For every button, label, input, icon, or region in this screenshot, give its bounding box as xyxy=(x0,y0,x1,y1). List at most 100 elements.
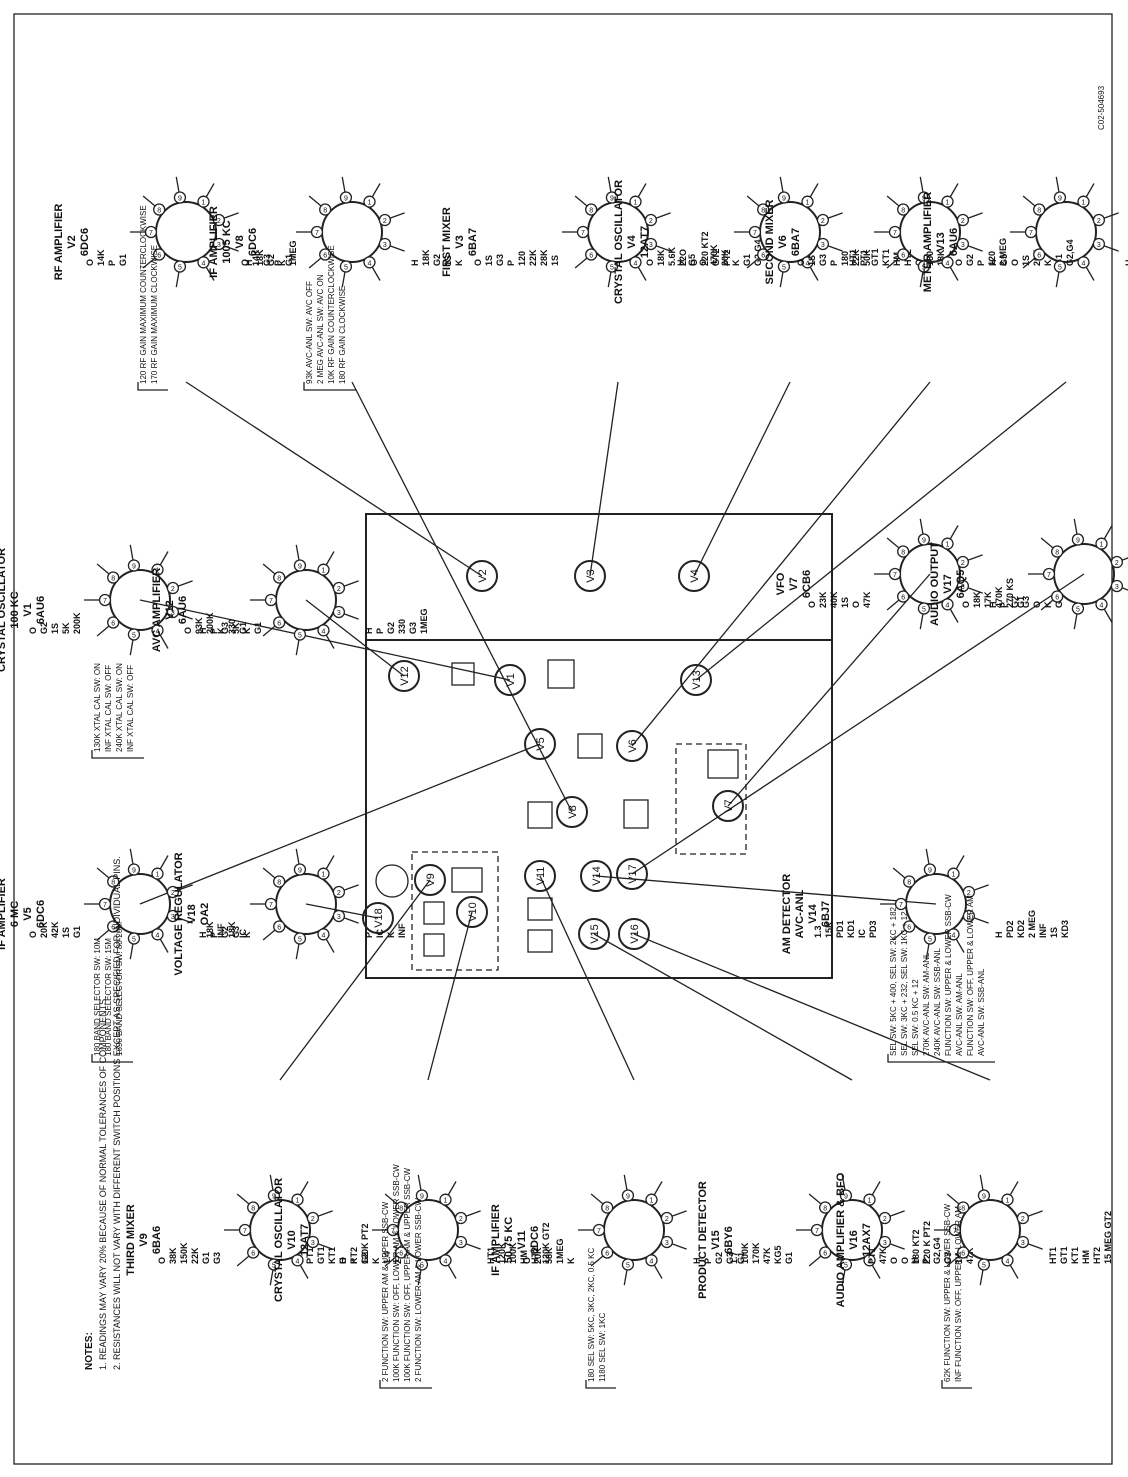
socket-pin xyxy=(621,1258,635,1271)
socket-pin xyxy=(897,248,910,261)
pin-label: G2 xyxy=(714,1252,724,1264)
pin-label: O xyxy=(1010,259,1020,266)
pin-lead xyxy=(919,176,924,192)
pin-number: 1 xyxy=(634,200,638,207)
pin-label: 58K xyxy=(544,1247,554,1264)
socket-pin xyxy=(291,1193,304,1206)
socket-pin xyxy=(166,581,180,595)
socket-pin xyxy=(923,932,937,945)
pin-lead xyxy=(325,855,335,869)
socket-pin xyxy=(1110,555,1124,569)
pin-label: G2 xyxy=(386,622,396,634)
stage-title: AVC AMPLIFIER xyxy=(151,568,163,652)
pin-number: 9 xyxy=(1076,538,1080,545)
pin-label: O xyxy=(698,259,708,266)
leader-lines xyxy=(139,381,1085,1081)
pin-label: P xyxy=(829,260,839,266)
pin-label: K xyxy=(1043,259,1053,266)
pin-lead xyxy=(809,183,819,197)
pin-number: 6 xyxy=(961,1250,965,1257)
pin-number: 3 xyxy=(961,242,965,249)
pin-lead xyxy=(325,939,335,953)
socket-pin xyxy=(948,1223,962,1237)
chassis-component xyxy=(375,864,409,898)
stage-note: SEL SW: 0.5 KC + 12 xyxy=(911,979,920,1056)
tube-socket-circle xyxy=(524,728,556,760)
pin-number: 8 xyxy=(277,576,281,583)
socket-pin xyxy=(801,256,814,269)
pin-lead xyxy=(886,537,900,549)
tube-socket-circle xyxy=(616,858,648,890)
socket-pin xyxy=(293,932,307,945)
tube-ref-label: V7 xyxy=(723,799,735,812)
stage-tube-type: 6BA7 xyxy=(467,228,479,256)
socket-pin xyxy=(816,213,830,227)
socket-pin xyxy=(962,909,976,923)
pin-number: 3 xyxy=(821,242,825,249)
pin-label: 1S xyxy=(550,255,560,266)
pin-lead xyxy=(295,944,300,960)
chassis-tube-v11: V11 xyxy=(524,860,556,892)
pin-label: G2 xyxy=(965,254,975,266)
pin-label: 20K xyxy=(533,1247,543,1264)
stage-note: INF XTAL CAL SW: OFF xyxy=(104,665,113,752)
pin-number: 2 xyxy=(665,1216,669,1223)
pin-label: O xyxy=(1032,601,1042,608)
pin-number: 9 xyxy=(298,868,302,875)
pin-label: 180 xyxy=(925,251,935,266)
pin-lead xyxy=(808,1193,822,1205)
socket-pin xyxy=(332,581,346,595)
pin-label: K xyxy=(731,259,741,266)
pin-number: 7 xyxy=(391,1228,395,1235)
pin-label: HT1 xyxy=(1048,1247,1058,1264)
pin-label: 100K xyxy=(508,1242,518,1264)
chassis-tube-v13: V13 xyxy=(680,664,712,696)
pin-label: KT1 xyxy=(327,1247,337,1264)
socket-pin xyxy=(897,203,910,216)
pin-lead xyxy=(447,1181,457,1195)
socket-pin xyxy=(1033,203,1046,216)
pin-label: G3 xyxy=(231,926,241,938)
stage-ref: V5 xyxy=(22,907,34,920)
pin-label: O xyxy=(689,259,699,266)
pin-number: 2 xyxy=(171,890,175,897)
pin-label: 1S xyxy=(484,255,494,266)
socket-pin xyxy=(878,1211,892,1225)
stage-title: VFO xyxy=(775,572,787,595)
socket-pin xyxy=(107,875,120,888)
pin-label: P xyxy=(976,260,986,266)
pin-lead xyxy=(390,245,405,252)
tube-socket-circle xyxy=(388,660,420,692)
pin-lead xyxy=(623,1270,628,1286)
pin-label: INF xyxy=(397,923,407,938)
pin-lead xyxy=(308,195,322,207)
pin-number: 3 xyxy=(337,914,341,921)
pin-number: 1 xyxy=(946,542,950,549)
pin-lead xyxy=(974,917,989,924)
stage-tube-type: 12AT7 xyxy=(639,226,651,258)
pin-lead xyxy=(129,848,134,864)
socket-pin xyxy=(153,203,166,216)
pin-number: 8 xyxy=(251,1206,255,1213)
socket-pin xyxy=(839,1189,853,1202)
stage-ref: V9 xyxy=(138,1233,150,1246)
stage-frequency: 1005 KC xyxy=(221,220,233,263)
socket-pin xyxy=(319,203,332,216)
chassis-component xyxy=(527,801,553,829)
pin-number: 2 xyxy=(171,586,175,593)
pin-number: 3 xyxy=(883,1240,887,1247)
stage-note: 120 RF GAIN MAXIMUM COUNTERCLOCKWISE xyxy=(139,205,148,384)
pin-number: 8 xyxy=(1055,550,1059,557)
pin-lead xyxy=(224,212,239,219)
pin-label: INF xyxy=(216,923,226,938)
pin-label: O xyxy=(85,259,95,266)
socket-pin xyxy=(264,897,278,911)
pin-label: G1 xyxy=(736,1252,746,1264)
notes-block: NOTES: 1. READINGS MAY VARY 20% BECAUSE … xyxy=(84,856,122,1370)
pin-number: 2 xyxy=(337,586,341,593)
pin-lead xyxy=(886,257,900,269)
